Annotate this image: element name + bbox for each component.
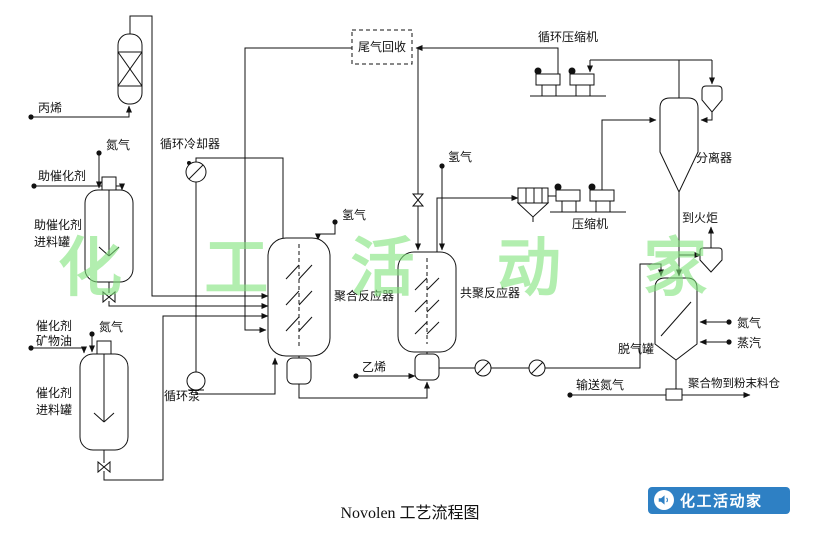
label-cocatalyst-tank-2: 进料罐 — [34, 235, 70, 249]
label-nitrogen-right: 氮气 — [737, 315, 761, 330]
recycle-pump — [186, 371, 206, 391]
logo-badge: 化工活动家 — [648, 487, 790, 514]
compressor — [550, 183, 626, 213]
cocatalyst-valve — [102, 290, 116, 304]
separator-cyclone — [659, 97, 699, 194]
label-catalyst-tank-2: 进料罐 — [36, 403, 72, 417]
bag-filter — [516, 187, 550, 218]
label-compressor: 压缩机 — [572, 216, 608, 231]
label-polymer-to-silo: 聚合物到粉末料仓 — [688, 376, 780, 390]
recycle-compressor — [530, 67, 606, 97]
label-to-flare: 到火炬 — [682, 211, 718, 225]
recycle-cooler — [185, 161, 207, 183]
conveying-ejector — [665, 388, 683, 401]
label-propylene: 丙烯 — [38, 101, 62, 115]
catalyst-feed-tank — [79, 340, 129, 451]
megaphone-icon — [658, 495, 669, 505]
label-catalyst-oil-2: 矿物油 — [36, 334, 72, 348]
diagram-labels: 丙烯 氮气 助催化剂 助催化剂 进料罐 催化剂 矿物油 氮气 催化剂 进料罐 循… — [34, 29, 780, 417]
label-cocatalyst: 助催化剂 — [38, 168, 86, 183]
polymerization-reactor — [267, 237, 331, 385]
recycle-valve — [411, 193, 425, 207]
label-separator: 分离器 — [696, 150, 732, 165]
watermark: 化 工 活 动 家 — [58, 231, 737, 306]
label-catalyst-tank-1: 催化剂 — [36, 385, 72, 400]
flare-knockout — [699, 247, 723, 273]
label-steam: 蒸汽 — [737, 335, 761, 350]
label-poly-reactor: 聚合反应器 — [334, 288, 394, 303]
copolymerization-reactor — [397, 251, 457, 381]
piping — [31, 15, 751, 481]
product-cooler-1 — [474, 359, 492, 377]
label-recycle-compressor: 循环压缩机 — [538, 29, 598, 44]
label-nitrogen-mid: 氮气 — [99, 319, 123, 334]
label-cocatalyst-tank-1: 助催化剂 — [34, 217, 82, 232]
overhead-knockout — [701, 85, 723, 113]
cocatalyst-feed-tank — [84, 176, 134, 283]
label-ethylene: 乙烯 — [362, 360, 386, 374]
label-transport-nitrogen: 输送氮气 — [576, 377, 624, 392]
label-nitrogen-top: 氮气 — [106, 137, 130, 152]
logo-text: 化工活动家 — [680, 492, 763, 510]
label-hydrogen-1: 氢气 — [342, 207, 366, 222]
product-cooler-2 — [528, 359, 546, 377]
label-catalyst-oil-1: 催化剂 — [36, 318, 72, 333]
label-recycle-pump: 循环泵 — [164, 389, 200, 403]
tail-gas-recovery-box — [351, 29, 413, 65]
label-hydrogen-2: 氢气 — [448, 149, 472, 164]
line-start-dots — [28, 114, 732, 398]
label-tail-gas-recovery: 尾气回收 — [358, 39, 406, 54]
label-copoly-reactor: 共聚反应器 — [460, 285, 520, 300]
catalyst-valve — [97, 460, 111, 474]
label-degas-tank: 脱气罐 — [618, 341, 654, 356]
degassing-tank — [654, 277, 698, 361]
page-title: Novolen 工艺流程图 — [340, 504, 479, 522]
label-recycle-cooler: 循环冷却器 — [160, 137, 220, 151]
purification-column — [117, 33, 143, 105]
